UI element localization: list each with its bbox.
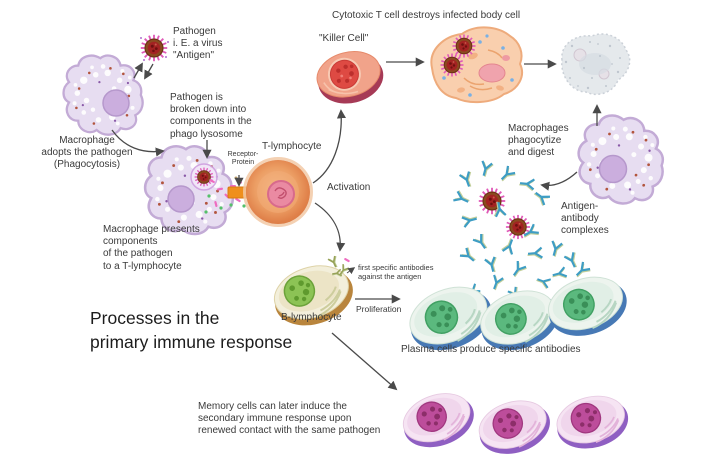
label-pathogen: Pathogen i. E. a virus "Antigen" [173,26,223,62]
arrow-macrophage-to-complexes [540,171,578,191]
arrow-activation-to-bcell [314,202,346,252]
arrow-bcell-to-memory [331,332,398,391]
b-lymphocyte-cell [265,254,362,336]
label-memory-caption: Memory cells can later induce the second… [198,401,381,437]
label-b-lymphocyte: B-lymphocyte [281,312,342,323]
arrow-virus-to-macrophage [144,63,154,80]
memory-cells [394,383,635,459]
label-plasma-caption: Plasma cells produce specific antibodies [401,344,581,355]
label-antigen-antibody: Antigen- antibody complexes [561,201,609,237]
label-activation: Activation [327,182,371,193]
label-t-lymphocyte: T-lymphocyte [262,141,322,152]
label-cytotoxic-title: Cytotoxic T cell destroys infected body … [332,10,521,21]
arrow-first-antibodies-pointer [346,267,356,275]
macrophage-cell-right [571,110,671,210]
label-killer-cell: "Killer Cell" [319,33,369,44]
macrophage-cell-presenting [143,145,248,236]
macrophage-cell-topleft [62,54,144,136]
label-macrophages-digest: Macrophages phagocytize and digest [508,123,569,159]
infected-body-cell [430,26,523,104]
arrow-macrophage-to-virus [133,62,143,79]
killer-cell [316,51,384,104]
label-receptor-protein: Receptor- Protein [227,151,259,167]
antigen-antibody-complexes [452,159,552,281]
t-lymphocyte-cell [243,157,313,227]
arrow-macrophage-flow [111,129,165,157]
label-macrophage-presents: Macrophage presents components of the pa… [103,224,200,272]
label-first-specific: first specific antibodies against the an… [358,263,434,281]
label-pathogen-broken: Pathogen is broken down into components … [170,92,252,140]
main-title: Processes in the primary immune response [90,308,293,353]
label-macrophage-adopts: Macrophage adopts the pathogen (Phagocyt… [41,135,133,171]
dying-cell [561,33,631,96]
label-proliferation: Proliferation [356,304,402,314]
arrow-activation-to-killer [312,109,347,184]
flow-arrows [111,57,602,391]
pathogen-virus-icon [139,33,169,63]
